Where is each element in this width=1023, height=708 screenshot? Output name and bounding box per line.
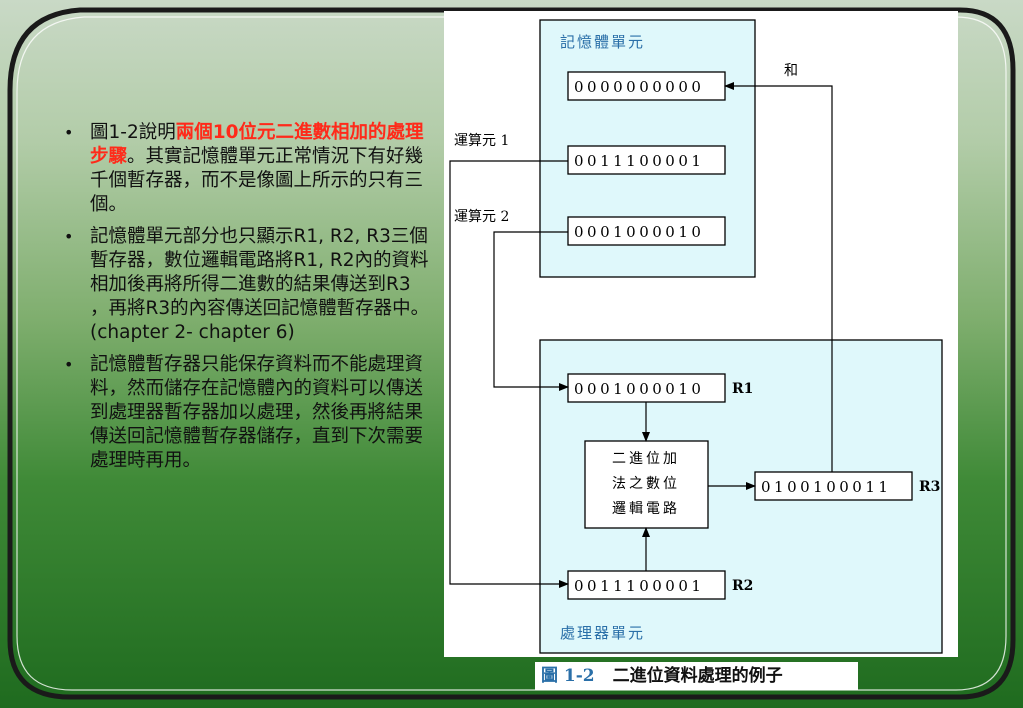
register-r2-value: 0011100001 bbox=[574, 577, 704, 595]
memory-unit-title: 記憶體單元 bbox=[560, 33, 645, 51]
memory-register bbox=[567, 71, 726, 101]
bullet-dot-icon: • bbox=[64, 227, 74, 246]
register-r1-name: R1 bbox=[732, 381, 753, 397]
bullet-item: • 記憶體單元部分也只顯示R1, R2, R3三個暫存器，數位邏輯電路將R1, R… bbox=[58, 225, 430, 345]
adder-label-line: 邏輯電路 bbox=[612, 501, 680, 517]
bullet-text: 圖1-2說明 bbox=[90, 122, 176, 143]
bullet-dot-icon: • bbox=[64, 123, 74, 142]
figure-caption: 圖 1-2 二進位資料處理的例子 bbox=[535, 662, 858, 690]
register-r3-name: R3 bbox=[919, 479, 940, 495]
bullet-item: • 記憶體暫存器只能保存資料而不能處理資料，然而儲存在記憶體內的資料可以傳送到處理… bbox=[58, 353, 430, 473]
adder-label-line: 二進位加 bbox=[612, 451, 680, 467]
bullet-list: • 圖1-2說明兩個10位元二進數相加的處理步驟。其實記憶體單元正常情況下有好幾千… bbox=[58, 121, 430, 481]
bullet-text: 記憶體單元部分也只顯示R1, R2, R3三個暫存器，數位邏輯電路將R1, R2… bbox=[90, 226, 430, 343]
operand1-arrow bbox=[449, 160, 569, 588]
binary-adder-logic-box bbox=[584, 440, 709, 529]
processor-register-r2 bbox=[567, 570, 726, 600]
figure-title: 二進位資料處理的例子 bbox=[612, 666, 783, 686]
operand2-label: 運算元 2 bbox=[454, 209, 509, 225]
operand2-arrow bbox=[493, 231, 569, 391]
memory-register bbox=[567, 216, 726, 246]
bullet-dot-icon: • bbox=[64, 355, 74, 374]
memory-register-value: 0011100001 bbox=[574, 152, 704, 170]
register-r1-value: 0001000010 bbox=[574, 380, 704, 398]
sum-label: 和 bbox=[784, 63, 798, 79]
figure-panel: 記憶體單元 0000000000 0011100001 0001000010 處… bbox=[444, 11, 958, 657]
processor-unit-title: 處理器單元 bbox=[560, 624, 645, 642]
data-processing-diagram: 記憶體單元 0000000000 0011100001 0001000010 處… bbox=[449, 19, 943, 654]
figure-number: 圖 1-2 bbox=[541, 666, 595, 686]
bullet-highlight-text: 兩個10位元二進數相加的處理步驟 bbox=[90, 122, 424, 167]
sum-arrow bbox=[724, 82, 833, 472]
adder-label-line: 法之數位 bbox=[612, 476, 680, 492]
memory-register bbox=[567, 145, 726, 175]
memory-register-value: 0001000010 bbox=[574, 223, 704, 241]
register-r3-value: 0100100011 bbox=[761, 478, 891, 496]
bullet-item: • 圖1-2說明兩個10位元二進數相加的處理步驟。其實記憶體單元正常情況下有好幾千… bbox=[58, 121, 430, 217]
operand1-label: 運算元 1 bbox=[454, 133, 509, 149]
register-r2-name: R2 bbox=[732, 578, 753, 594]
bullet-text: 記憶體暫存器只能保存資料而不能處理資料，然而儲存在記憶體內的資料可以傳送到處理器… bbox=[90, 354, 424, 471]
bullet-text: 。其實記憶體單元正常情況下有好幾千個暫存器，而不是像圖上所示的只有三個。 bbox=[90, 146, 424, 215]
memory-register-value: 0000000000 bbox=[574, 78, 704, 96]
